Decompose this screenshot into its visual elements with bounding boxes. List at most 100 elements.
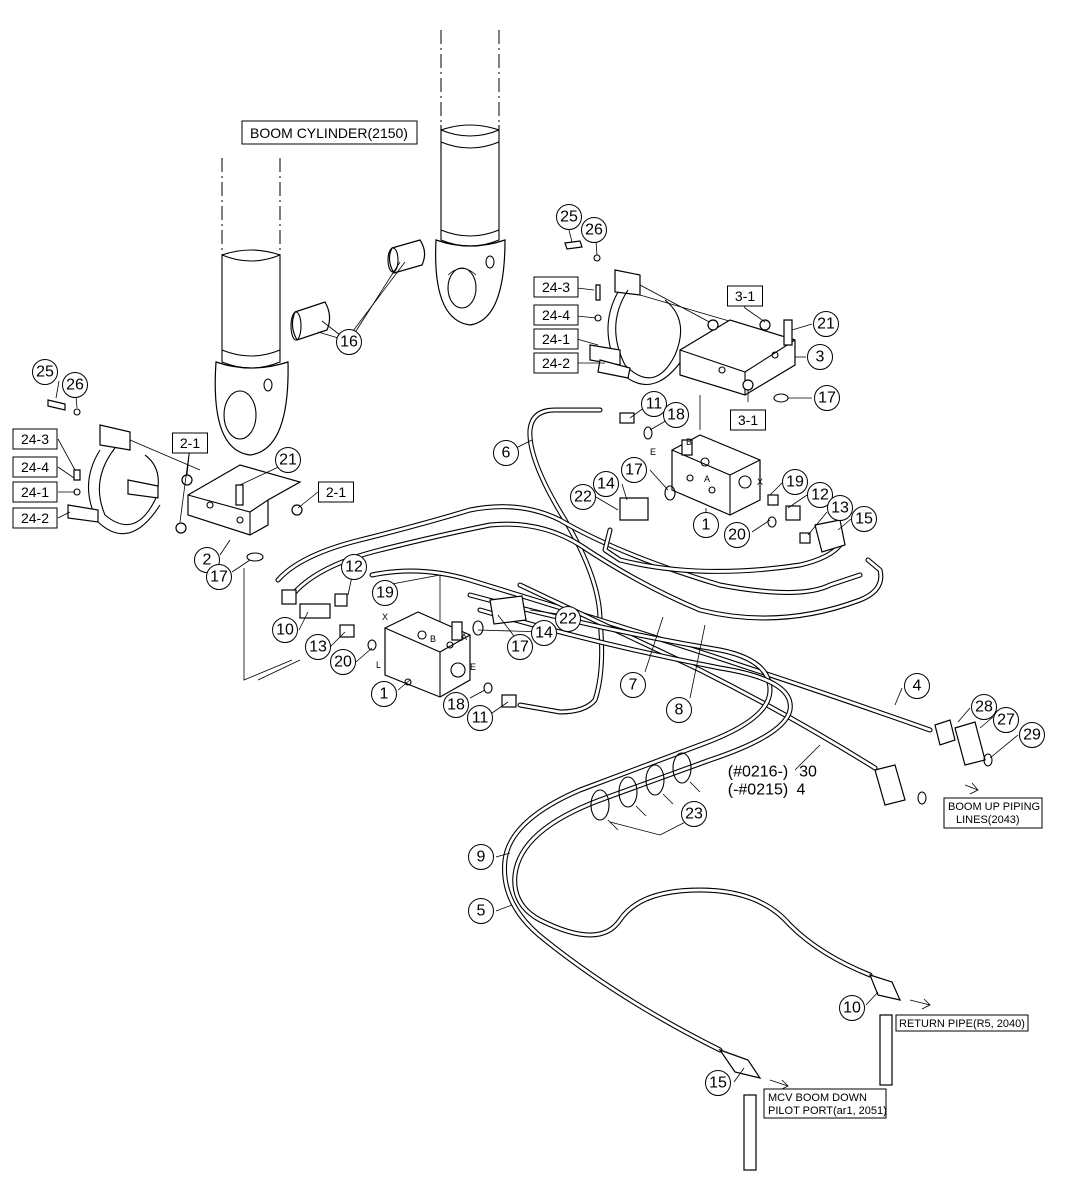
hose-7 xyxy=(275,504,863,595)
callout-c18-r: 18 xyxy=(663,402,689,428)
valve-block-right xyxy=(671,434,761,516)
clamp-right xyxy=(589,269,683,386)
callout-c12-l: 12 xyxy=(341,554,367,580)
callout-c23: 23 xyxy=(681,801,707,827)
callout-label: 22 xyxy=(574,489,592,506)
callout-label: 19 xyxy=(786,474,804,491)
svg-text:B: B xyxy=(686,437,692,447)
callout-c21-r: 21 xyxy=(813,311,839,337)
callout-c24-4-r: 24-4 xyxy=(533,304,579,326)
callout-c13-r: 13 xyxy=(827,495,853,521)
note-mcv-boom-down: MCV BOOM DOWN PILOT PORT(ar1, 2051) xyxy=(763,1088,887,1119)
hose-6 xyxy=(517,407,605,715)
callout-label: 12 xyxy=(345,559,363,576)
bolt-3-1-c xyxy=(742,379,754,391)
callout-c25-r: 25 xyxy=(556,204,582,230)
callout-label: 20 xyxy=(334,654,352,671)
callout-label: 18 xyxy=(667,407,685,424)
callout-label: 29 xyxy=(1023,727,1041,744)
callout-label: 13 xyxy=(309,639,327,656)
callout-label: 30 xyxy=(799,764,817,781)
callout-c17-l2: 17 xyxy=(507,634,533,660)
bolt-25-right xyxy=(564,240,583,250)
boom-cylinder-right xyxy=(435,30,506,326)
callout-label: 26 xyxy=(585,222,603,239)
callout-label: 25 xyxy=(36,364,54,381)
arrow-boom-up xyxy=(964,782,979,795)
callout-label: 1 xyxy=(380,686,389,703)
arrow-return-pipe xyxy=(909,998,931,1010)
callout-label: 2-1 xyxy=(326,484,346,500)
callout-c14-l: 14 xyxy=(531,620,557,646)
callout-label: 17 xyxy=(625,462,643,479)
callouts: 252624-324-424-124-23-1213173-116252624-… xyxy=(12,204,1045,1096)
callout-c17-mid: 17 xyxy=(621,457,647,483)
hose-5 xyxy=(477,607,873,978)
callout-label: 28 xyxy=(975,699,993,716)
valve-block-left xyxy=(384,611,471,698)
callout-label: 14 xyxy=(597,476,615,493)
port-letters: A B E X A B E X L xyxy=(376,437,763,672)
callout-c3-r: 3 xyxy=(807,344,833,370)
clamp-left xyxy=(67,424,161,535)
note-boom-up: BOOM UP PIPING LINES(2043) xyxy=(943,797,1043,829)
callout-c2-1-top: 2-1 xyxy=(172,432,208,454)
callout-label: 17 xyxy=(511,639,529,656)
callout-label: 4 xyxy=(797,782,806,799)
svg-text:LINES(2043): LINES(2043) xyxy=(956,814,1020,826)
callout-c22-r: 22 xyxy=(570,484,596,510)
callout-c24-4-l: 24-4 xyxy=(12,456,58,478)
callout-c24-2-r: 24-2 xyxy=(533,352,579,374)
callout-label: 9 xyxy=(477,849,486,866)
callout-label: 24-3 xyxy=(21,431,49,447)
callout-c22-l: 22 xyxy=(555,606,581,632)
callout-label: 3-1 xyxy=(738,412,758,428)
callout-label: 19 xyxy=(376,585,394,602)
hose-clamps-23 xyxy=(590,752,701,831)
callout-label: 10 xyxy=(276,622,294,639)
callout-label: 2 xyxy=(203,552,212,569)
callout-c24-1-r: 24-1 xyxy=(533,328,579,350)
callout-c29: 29 xyxy=(1019,722,1045,748)
callout-c12-r: 12 xyxy=(807,482,833,508)
callout-c15-b: 15 xyxy=(705,1070,731,1096)
callout-c11-r: 11 xyxy=(641,391,667,417)
callout-c1-l: 1 xyxy=(371,681,397,707)
callout-c3-1-bot: 3-1 xyxy=(730,409,766,431)
svg-text:BOOM UP PIPING: BOOM UP PIPING xyxy=(948,801,1040,813)
callout-c17-rt: 17 xyxy=(814,385,840,411)
callout-label: 22 xyxy=(559,611,577,628)
callout-label: 23 xyxy=(685,806,703,823)
hose-pilot-right xyxy=(602,527,843,574)
callout-label: 3 xyxy=(816,349,825,366)
callout-c2-1-right: 2-1 xyxy=(318,481,354,503)
callout-c3-1-top: 3-1 xyxy=(727,285,763,307)
bracket-3 xyxy=(679,319,796,396)
callout-c13-l: 13 xyxy=(305,634,331,660)
callout-label: 21 xyxy=(279,452,297,469)
callout-label: 24-4 xyxy=(542,307,570,323)
callout-c15-r: 15 xyxy=(851,506,877,532)
callout-label: 15 xyxy=(709,1075,727,1092)
callout-c21-l: 21 xyxy=(275,447,301,473)
callout-c8: 8 xyxy=(666,697,692,723)
callout-label: 4 xyxy=(913,678,922,695)
boom-cylinder-title: BOOM CYLINDER(2150) xyxy=(241,120,418,145)
callout-label: 27 xyxy=(997,712,1015,729)
hose-8 xyxy=(292,521,884,621)
o-ring-17-right xyxy=(773,393,789,403)
callout-c30: 30 xyxy=(799,764,817,781)
callout-label: 16 xyxy=(340,334,358,351)
hose-9 xyxy=(467,592,773,1053)
callout-c11-l: 11 xyxy=(467,705,493,731)
callout-label: 8 xyxy=(675,702,684,719)
callout-c26-l: 26 xyxy=(62,372,88,398)
pin-16-lower xyxy=(290,301,331,341)
callout-c4-top: 4 xyxy=(904,673,930,699)
svg-text:X: X xyxy=(757,477,763,487)
callout-c14-r: 14 xyxy=(593,471,619,497)
callout-c24-3-l: 24-3 xyxy=(12,428,58,450)
svg-text:A: A xyxy=(704,474,710,484)
note-return-pipe: RETURN PIPE(R5, 2040) xyxy=(895,1014,1029,1032)
